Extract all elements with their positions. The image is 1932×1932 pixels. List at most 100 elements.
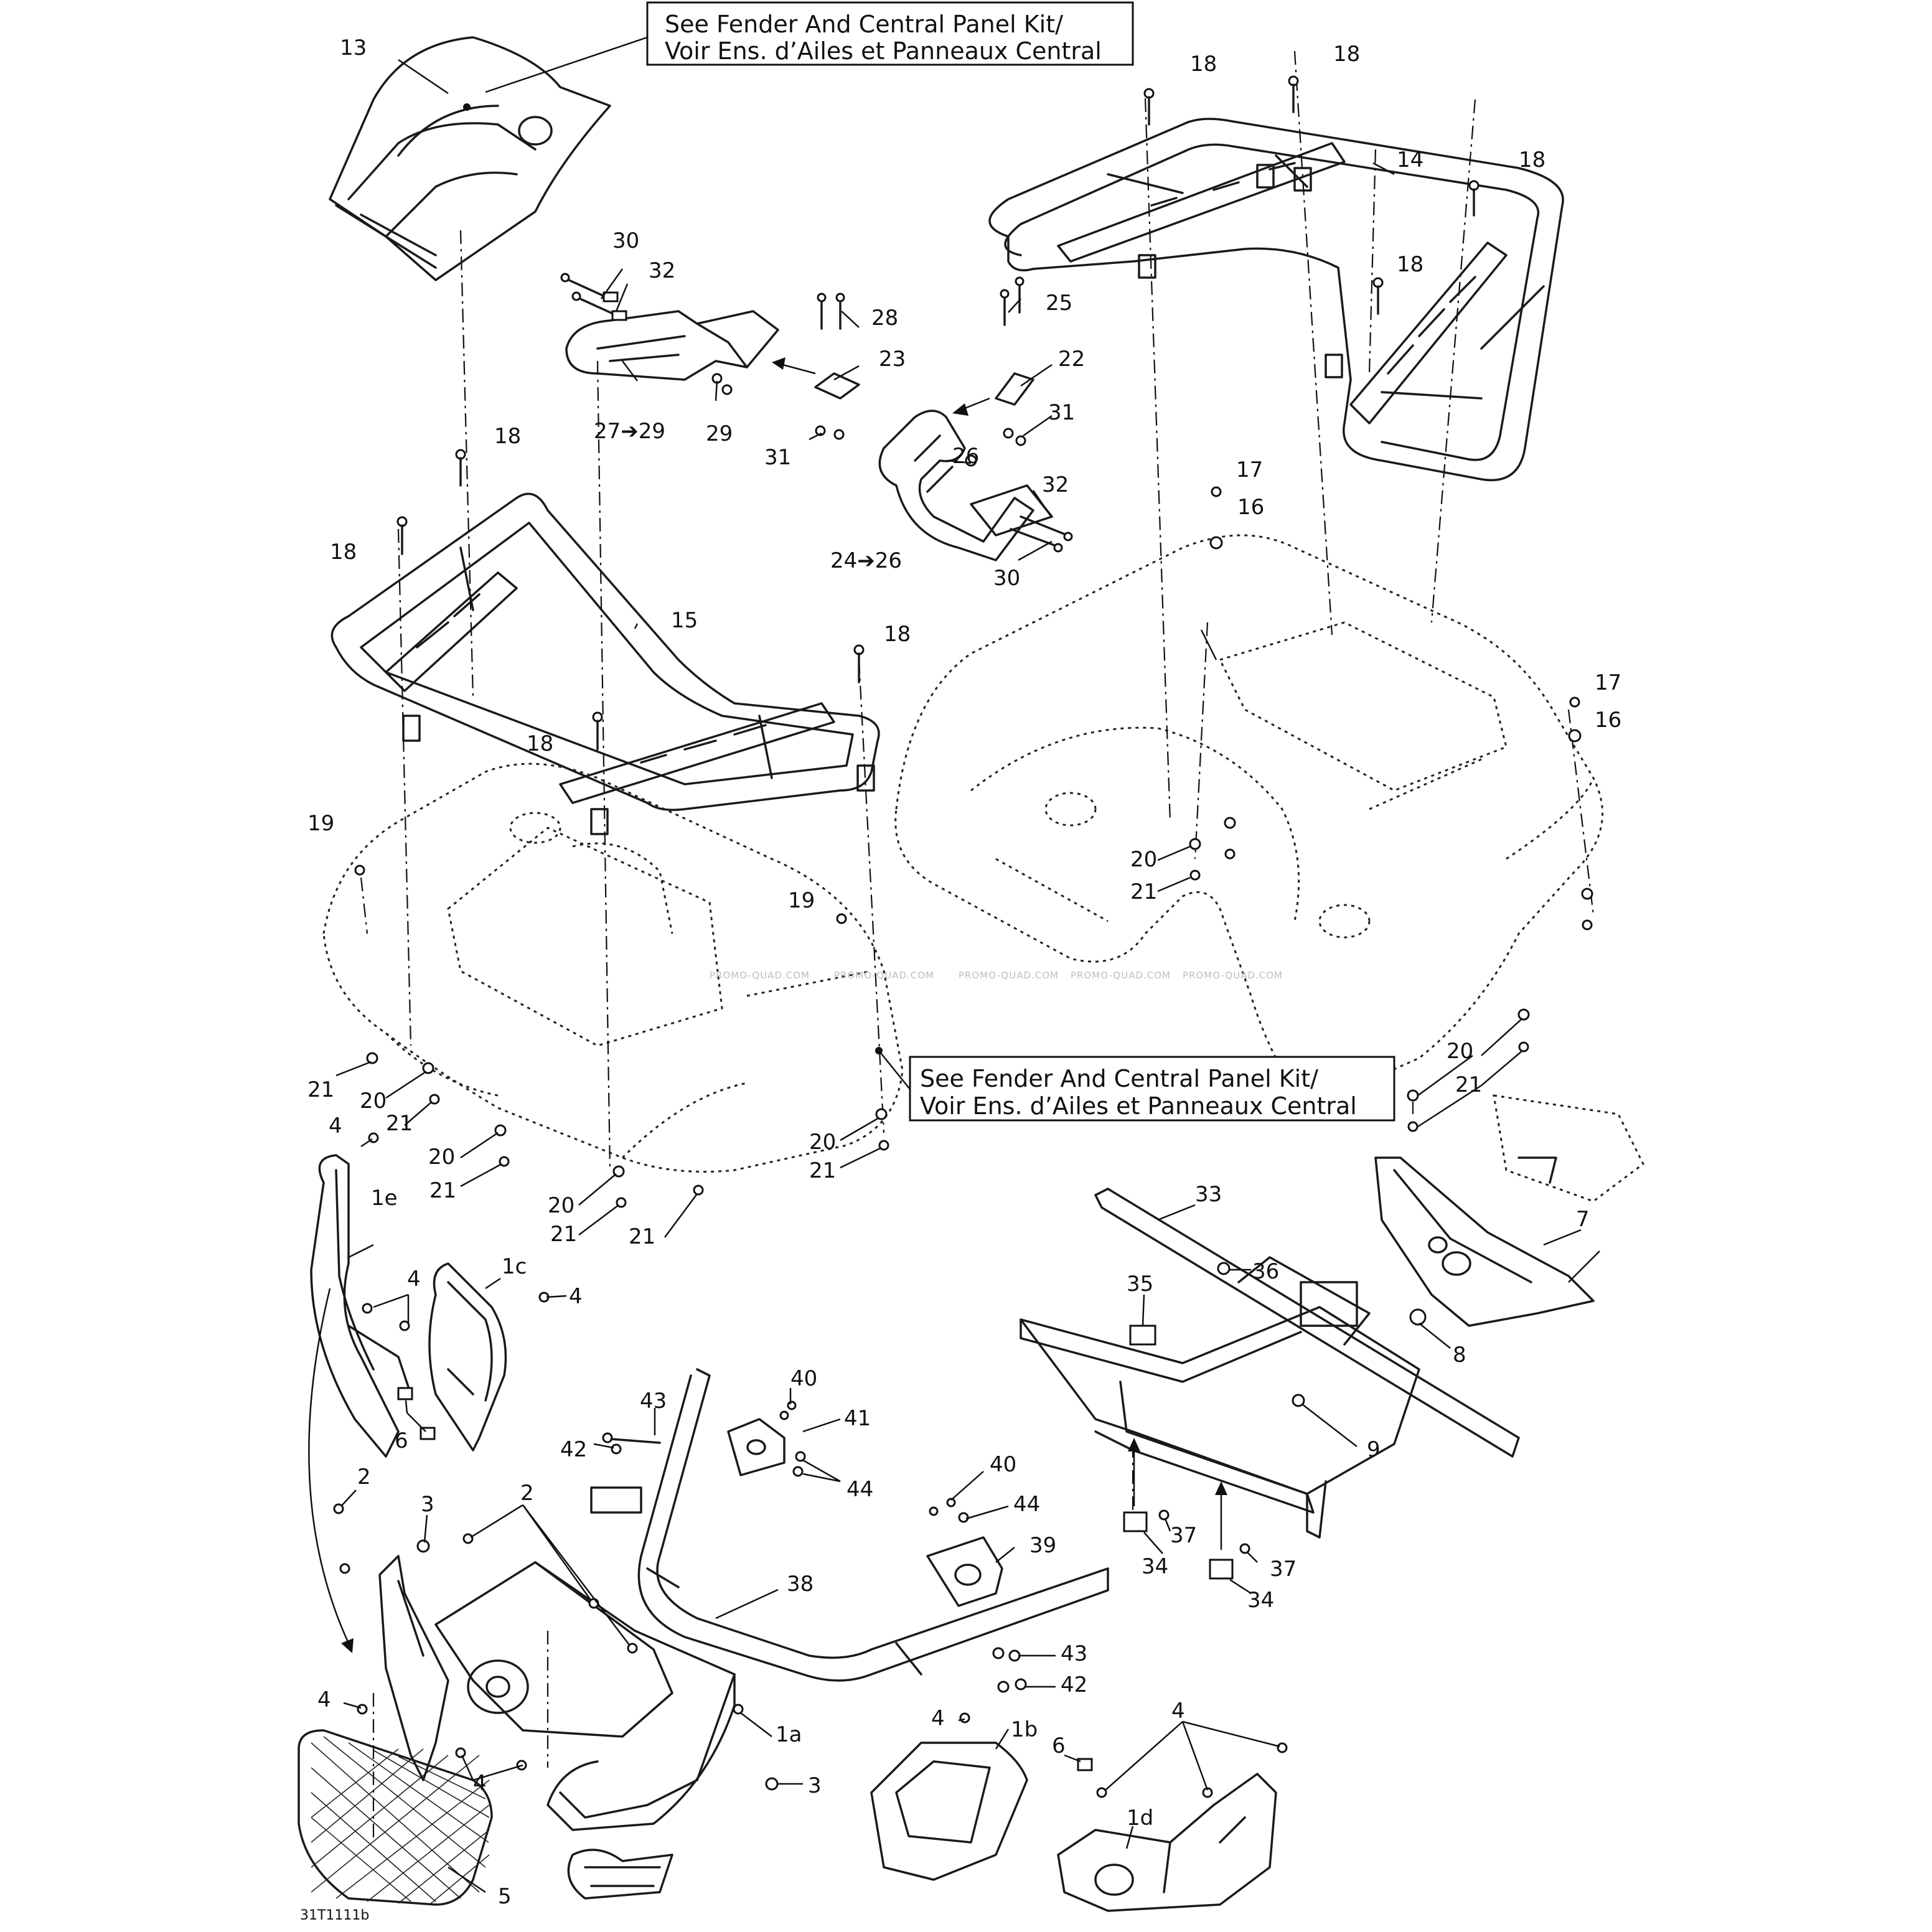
- callout-label: 1e: [371, 1186, 398, 1211]
- callout-label: 4: [473, 1771, 487, 1796]
- callout-label: 35: [1127, 1272, 1153, 1297]
- callout-label: 39: [1029, 1533, 1056, 1558]
- callout-label: 18: [527, 731, 553, 756]
- part-39-bracket: [926, 1536, 1003, 1607]
- callout-label: 19: [307, 811, 334, 836]
- callout-label: 24➔26: [830, 548, 902, 573]
- callout-label: 16: [1237, 495, 1264, 520]
- watermark: PROMO-QUAD.COM: [1183, 970, 1283, 981]
- part-27-grab-handle: [565, 310, 779, 381]
- callout-label: 2: [357, 1465, 371, 1489]
- callout-label: 43: [640, 1389, 667, 1414]
- callout-label: 2: [520, 1481, 534, 1506]
- leader-lines: [335, 59, 1600, 1893]
- part-1e-side-panel: [310, 1154, 412, 1458]
- part-1b-side-panel: [870, 1742, 1028, 1881]
- callout-label: 18: [1519, 148, 1545, 172]
- callout-label: 21: [1455, 1072, 1482, 1097]
- callout-label: 31: [1048, 400, 1075, 425]
- note-top-line2: Voir Ens. d’Ailes et Panneaux Central: [665, 37, 1102, 65]
- callout-label: 4: [317, 1687, 331, 1712]
- callout-label: 17: [1236, 457, 1263, 482]
- fasteners: [333, 75, 1593, 1798]
- note-box-middle: See Fender And Central Panel Kit/ Voir E…: [909, 1056, 1395, 1122]
- callout-label: 1b: [1011, 1717, 1038, 1742]
- callout-label: 20: [1130, 847, 1157, 872]
- callout-label: 21: [809, 1158, 836, 1183]
- callout-label: 17: [1595, 670, 1621, 695]
- part-1a-front-panel: [434, 1561, 736, 1900]
- callout-label: 42: [1061, 1672, 1087, 1697]
- callout-label: 30: [612, 228, 639, 253]
- part-2-trim: [378, 1555, 449, 1781]
- callout-label: 20: [1447, 1039, 1473, 1064]
- callout-label: 41: [844, 1406, 871, 1431]
- callout-label: 20: [809, 1130, 836, 1155]
- callout-label: 37: [1170, 1523, 1197, 1548]
- assembly-arrows: [308, 357, 1227, 1653]
- callout-label: 8: [1453, 1343, 1466, 1367]
- callout-label: 30: [993, 566, 1020, 591]
- callout-label: 33: [1195, 1182, 1222, 1207]
- part-7-headlight: [1374, 1094, 1644, 1327]
- callout-label: 44: [846, 1477, 873, 1502]
- callout-label: 21: [429, 1178, 456, 1203]
- callout-label: 40: [790, 1366, 817, 1391]
- callout-label: 32: [649, 258, 675, 283]
- callout-label: 9: [1367, 1437, 1381, 1462]
- callout-label: 21: [307, 1077, 334, 1102]
- watermark: PROMO-QUAD.COM: [959, 970, 1059, 981]
- callout-label: 32: [1042, 472, 1069, 497]
- callout-label: 20: [360, 1089, 387, 1114]
- callout-label: 37: [1270, 1557, 1297, 1582]
- callout-label: 18: [1333, 42, 1360, 67]
- callout-label: 23: [879, 347, 906, 372]
- part-13-fender-cover: [329, 36, 611, 281]
- part-41-bracket: [727, 1418, 785, 1476]
- callout-label: 34: [1247, 1588, 1274, 1613]
- callout-label: 28: [871, 306, 898, 331]
- note-top-line1: See Fender And Central Panel Kit/: [665, 11, 1063, 38]
- part-1d-side-panel: [1057, 1773, 1277, 1912]
- note-middle-line2: Voir Ens. d’Ailes et Panneaux Central: [920, 1092, 1357, 1120]
- drawing-code: 31T1111b: [300, 1908, 369, 1923]
- watermarks: PROMO-QUAD.COM PROMO-QUAD.COM PROMO-QUAD…: [710, 970, 1283, 981]
- callout-label: 20: [428, 1145, 455, 1170]
- callout-label: 44: [1013, 1492, 1040, 1517]
- callout-label: 43: [1061, 1641, 1087, 1666]
- callout-label: 36: [1252, 1259, 1279, 1284]
- callout-label: 6: [1052, 1733, 1066, 1758]
- assembly-axes: [360, 50, 1595, 1842]
- note-box-top: See Fender And Central Panel Kit/ Voir E…: [646, 1, 1134, 66]
- callout-label: 21: [550, 1222, 577, 1247]
- callout-label: 20: [548, 1193, 574, 1218]
- callout-label: 42: [560, 1437, 587, 1462]
- callout-label: 15: [671, 608, 698, 633]
- callout-label: 18: [330, 540, 357, 565]
- callout-label: 4: [931, 1706, 945, 1731]
- callout-label: 3: [421, 1492, 434, 1517]
- part-15-front-rack: [331, 492, 880, 835]
- callout-label: 18: [884, 622, 911, 647]
- callout-label: 21: [386, 1111, 413, 1136]
- callout-label: 1c: [502, 1254, 527, 1279]
- part-5-grille: [298, 1729, 493, 1906]
- callout-labels: 13 30 32 28 23 27➔29 29 31 25 22 31 26 3…: [307, 35, 1621, 1909]
- callout-label: 18: [1397, 252, 1423, 277]
- callout-label: 5: [498, 1884, 512, 1909]
- callout-label: 26: [952, 444, 979, 469]
- callout-label: 18: [1190, 52, 1217, 77]
- note-middle-line1: See Fender And Central Panel Kit/: [920, 1065, 1318, 1092]
- front-fender-outline: [322, 762, 904, 1173]
- callout-label: 1a: [776, 1722, 802, 1747]
- callout-label: 19: [788, 888, 815, 913]
- callout-label: 4: [1171, 1699, 1185, 1723]
- callout-label: 18: [494, 424, 521, 449]
- callout-label: 7: [1576, 1207, 1590, 1232]
- callout-label: 38: [787, 1572, 814, 1597]
- callout-label: 21: [1130, 879, 1157, 904]
- callout-label: 1d: [1127, 1806, 1153, 1831]
- part-38-bumper-tube: [590, 1368, 1109, 1682]
- callout-label: 40: [990, 1452, 1016, 1477]
